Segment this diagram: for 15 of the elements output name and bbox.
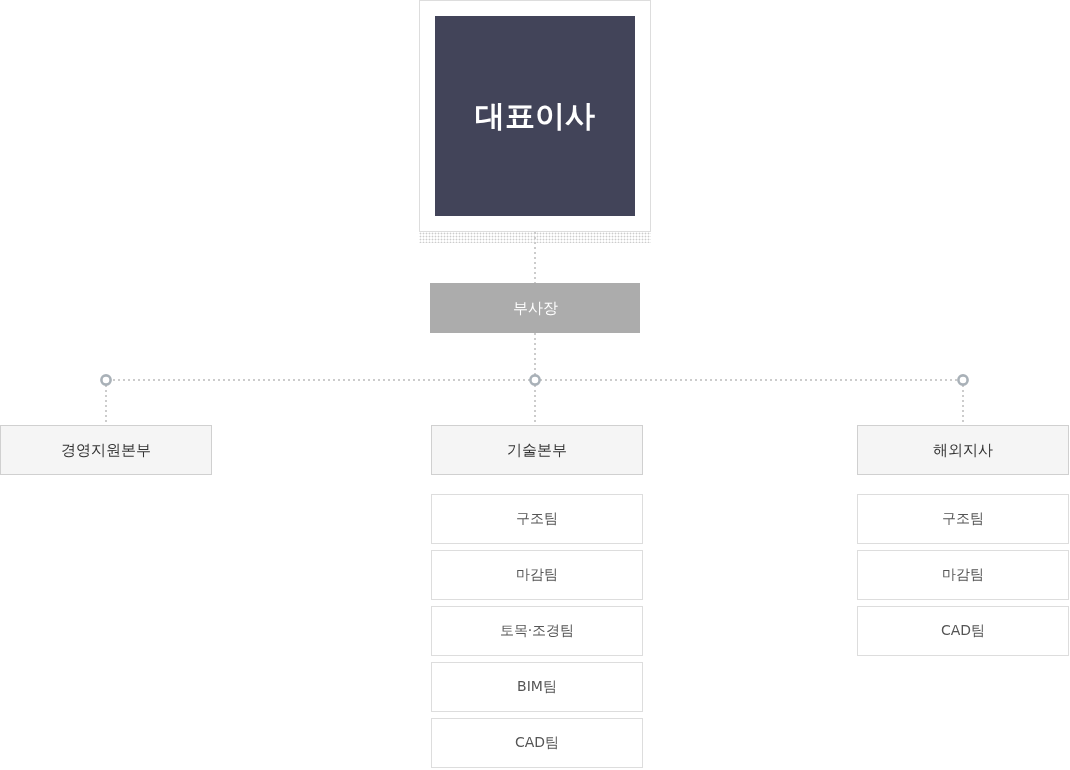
team-box: 마감팀 xyxy=(857,550,1069,600)
division-box: 해외지사 xyxy=(857,425,1069,475)
connector-line xyxy=(534,231,536,284)
team-box: CAD팀 xyxy=(857,606,1069,656)
team-box: 토목·조경팀 xyxy=(431,606,643,656)
team-box: 마감팀 xyxy=(431,550,643,600)
division-box: 기술본부 xyxy=(431,425,643,475)
team-box: 구조팀 xyxy=(857,494,1069,544)
division-box: 경영지원본부 xyxy=(0,425,212,475)
team-box: 구조팀 xyxy=(431,494,643,544)
position-box: 부사장 xyxy=(430,283,640,333)
team-box: CAD팀 xyxy=(431,718,643,768)
card-frame xyxy=(419,0,651,232)
executive-box: 대표이사 xyxy=(435,16,635,216)
team-box: BIM팀 xyxy=(431,662,643,712)
